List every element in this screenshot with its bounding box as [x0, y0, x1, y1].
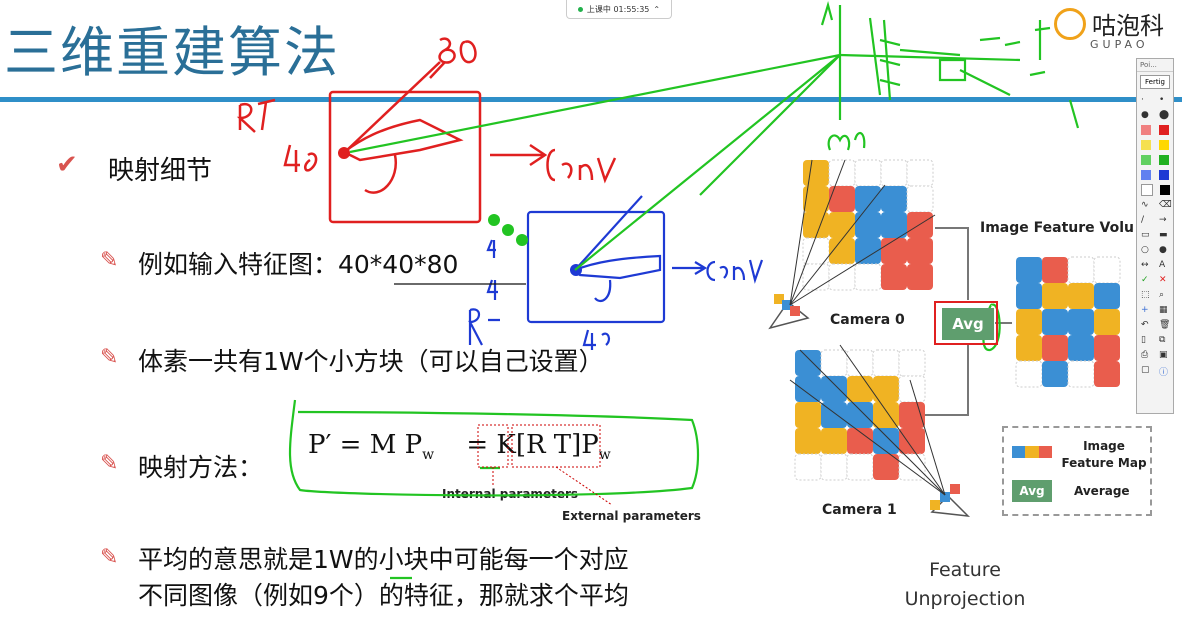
freehand-icon[interactable]: ∿	[1141, 199, 1149, 210]
logo-brand: 咕泡科	[1092, 12, 1164, 40]
caption-line2: Unprojection	[904, 588, 1026, 610]
figure-caption: Feature Unprojection	[898, 556, 1032, 614]
pointer-small-icon[interactable]: ·	[1141, 94, 1144, 105]
text-icon[interactable]: A	[1159, 259, 1166, 270]
chevron-up-icon: ⌃	[653, 4, 661, 14]
color-lightgreen-icon[interactable]	[1141, 154, 1151, 165]
color-black-icon[interactable]	[1159, 184, 1170, 195]
formula-rhs: = K[R T]P	[466, 430, 599, 460]
bullet-average: 平均的意思就是1W的小块中可能每一个对应 不同图像（例如9个）的特征，那就求个平…	[138, 542, 629, 614]
annotation-toolbar: Poi... Fertig · • ● ⬤ ∿ ⌫ / → ▭ ▬ ○ ● ↔ A ✓ ✕ ⬚ ⌕…	[1136, 58, 1174, 414]
save-icon[interactable]: ▣	[1159, 349, 1168, 360]
pencil-icon: ✎	[100, 545, 119, 570]
logo-sub: GUPAO	[1090, 38, 1149, 51]
zoom-icon[interactable]: ⌕	[1159, 289, 1165, 300]
feature-map-swatch	[1012, 446, 1052, 458]
formula-sub: w	[422, 447, 435, 464]
camera0-feature-grid	[802, 159, 934, 291]
cross-icon[interactable]: ✕	[1159, 274, 1167, 285]
color-white-icon[interactable]	[1140, 183, 1153, 196]
screenshot-icon[interactable]: ▢	[1141, 364, 1150, 375]
logo-icon	[1054, 8, 1086, 40]
grid-icon[interactable]: ▦	[1159, 304, 1168, 315]
check-icon[interactable]: ✓	[1141, 274, 1149, 285]
formula-sub2: w	[598, 447, 611, 464]
toolbar-title: Poi...	[1137, 59, 1173, 72]
legend-feature-map: Image Feature Map	[1061, 439, 1147, 470]
avg-block: Avg	[942, 308, 994, 340]
copy-icon[interactable]: ⧉	[1159, 334, 1166, 345]
pen-medium-icon[interactable]: ●	[1141, 109, 1149, 120]
filled-ellipse-icon[interactable]: ●	[1159, 244, 1167, 255]
ellipse-icon[interactable]: ○	[1141, 244, 1149, 255]
filled-rectangle-icon[interactable]: ▬	[1159, 229, 1168, 240]
color-green-icon[interactable]	[1159, 154, 1169, 165]
pointer-dot-icon[interactable]: •	[1159, 94, 1165, 105]
pencil-icon: ✎	[100, 451, 119, 476]
green-annotations	[288, 0, 1080, 580]
title-rule	[0, 97, 1182, 102]
bullet-average-line1: 平均的意思就是1W的小块中可能每一个对应	[138, 545, 629, 574]
brand-logo: 咕泡科 GUPAO	[1050, 2, 1182, 56]
bullet-mapping-method: 映射方法：	[138, 453, 264, 482]
legend-avg-block: Avg	[1012, 480, 1052, 502]
color-yellow-icon[interactable]	[1159, 139, 1169, 150]
caption-line1: Feature	[929, 559, 1001, 581]
line-icon[interactable]: /	[1141, 214, 1145, 225]
delete-icon[interactable]: 🗑	[1159, 319, 1171, 330]
new-page-icon[interactable]: ▯	[1141, 334, 1146, 345]
select-icon[interactable]: ⬚	[1141, 289, 1150, 300]
figure-legend: Image Feature Map Avg Average	[1002, 426, 1152, 516]
double-arrow-icon[interactable]: ↔	[1141, 259, 1149, 270]
recording-indicator[interactable]: 上课中 01:55:35 ⌃	[566, 0, 672, 19]
pencil-icon: ✎	[100, 345, 119, 370]
checkmark-icon: ✔	[56, 150, 78, 180]
color-lightblue-icon[interactable]	[1141, 169, 1151, 180]
pencil-icon: ✎	[100, 248, 119, 273]
color-blue-icon[interactable]	[1159, 169, 1169, 180]
bullet-mapping-details: 映射细节	[108, 156, 213, 186]
slide-title: 三维重建算法	[4, 21, 340, 84]
internal-parameters-label: Internal parameters	[442, 487, 579, 501]
arrow-icon[interactable]: →	[1159, 214, 1167, 225]
color-red-icon[interactable]	[1159, 124, 1169, 135]
print-icon[interactable]: ⎙	[1141, 349, 1149, 360]
result-volume-grid	[1015, 256, 1121, 388]
blue-annotations	[468, 195, 764, 350]
bullet-average-line2: 不同图像（例如9个）的特征，那就求个平均	[138, 581, 629, 610]
legend-average: Average	[1074, 484, 1130, 498]
projection-formula: P′ = M Pw = K[R T]Pw	[308, 430, 611, 463]
camera1-label: Camera 1	[822, 502, 897, 518]
external-parameters-label: External parameters	[562, 509, 701, 523]
rectangle-icon[interactable]: ▭	[1141, 229, 1150, 240]
eraser-icon[interactable]: ⌫	[1159, 199, 1172, 210]
toolbar-done-button[interactable]: Fertig	[1140, 75, 1170, 89]
bullet-input-feature: 例如输入特征图：40*40*80	[138, 250, 459, 279]
color-lightred-icon[interactable]	[1141, 124, 1151, 135]
add-icon[interactable]: +	[1141, 304, 1149, 315]
pen-large-icon[interactable]: ⬤	[1159, 109, 1170, 120]
undo-icon[interactable]: ↶	[1141, 319, 1149, 330]
camera1-feature-grid	[794, 349, 926, 481]
recording-label: 上课中 01:55:35	[586, 4, 650, 14]
red-annotations	[236, 37, 617, 224]
camera0-label: Camera 0	[830, 312, 905, 328]
color-lightyellow-icon[interactable]	[1141, 139, 1151, 150]
image-feature-volume-label: Image Feature Volu	[980, 220, 1134, 236]
bullet-voxels: 体素一共有1W个小方块（可以自己设置）	[138, 347, 604, 376]
formula-lhs: P′ = M P	[308, 430, 423, 460]
recording-dot-icon	[577, 6, 583, 12]
info-icon[interactable]: ⓘ	[1159, 367, 1169, 378]
